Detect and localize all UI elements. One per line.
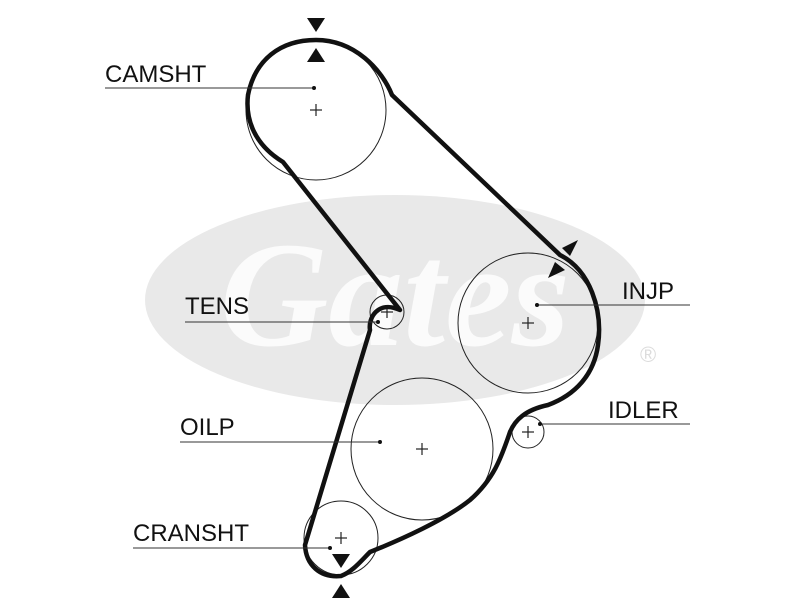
- idler-center-mark: [522, 426, 534, 438]
- crankshaft-label: CRANSHT: [133, 520, 249, 547]
- idler-label: IDLER: [608, 397, 679, 424]
- crankshaft-center-mark: [335, 532, 347, 544]
- injection-pump-timing-mark: [548, 240, 578, 278]
- camshaft-label: CAMSHT: [105, 61, 207, 88]
- watermark-ellipse: [145, 195, 645, 405]
- watermark-registered-mark: ®: [640, 342, 656, 367]
- injection-pump-label: INJP: [622, 278, 674, 305]
- camshaft-center-mark: [310, 104, 322, 116]
- oil-pump-label: OILP: [180, 414, 235, 441]
- camshaft-timing-mark: [307, 18, 325, 62]
- oil-pump-pulley: [350, 377, 494, 521]
- tensioner-label: TENS: [185, 293, 249, 320]
- crankshaft-timing-mark: [332, 554, 350, 598]
- oil-pump-center-mark: [416, 443, 428, 455]
- injection-pump-center-mark: [522, 317, 534, 329]
- watermark-brand-text: Gates: [220, 212, 570, 378]
- gates-watermark: Gates ®: [145, 195, 656, 405]
